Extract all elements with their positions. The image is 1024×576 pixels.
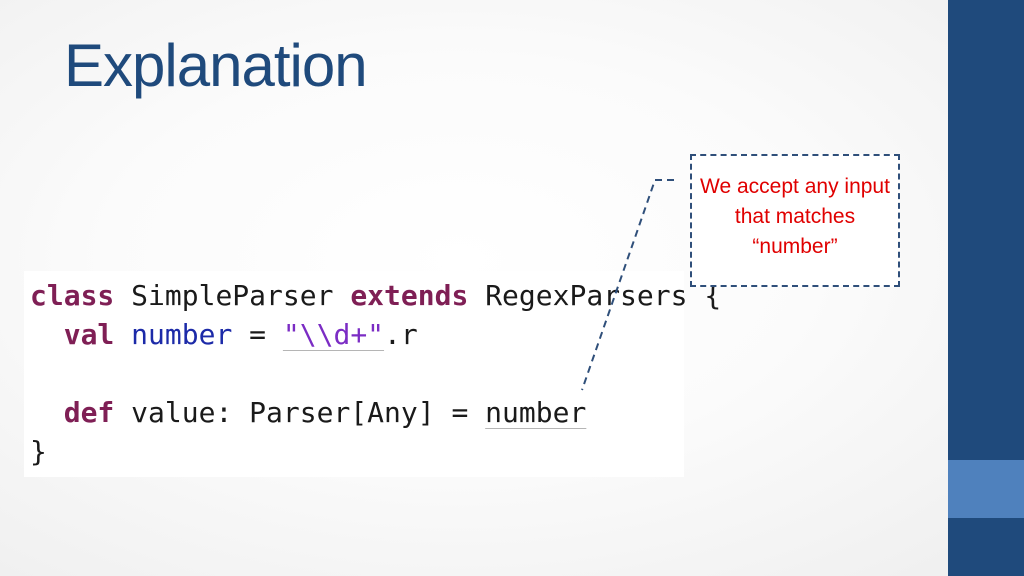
- slide-title: Explanation: [64, 32, 368, 99]
- side-accent: [948, 460, 1024, 518]
- open-brace: {: [704, 279, 722, 312]
- callout-box: We accept any input that matches “number…: [690, 154, 900, 287]
- code-block: class SimpleParser extends RegexParsers …: [30, 276, 721, 471]
- close-brace: }: [30, 435, 47, 468]
- callout-text: We accept any input that matches “number…: [700, 174, 890, 258]
- method-signature: value: Parser[Any] =: [131, 396, 469, 429]
- code-block-background: [24, 271, 684, 477]
- keyword-val: val: [63, 318, 115, 351]
- regex-suffix: .r: [384, 318, 418, 351]
- regex-string: "\\d+": [282, 318, 385, 351]
- keyword-extends: extends: [350, 279, 469, 312]
- class-name: SimpleParser: [131, 279, 334, 312]
- parent-class: RegexParsers: [485, 279, 688, 312]
- identifier-number: number: [131, 318, 233, 351]
- number-reference: number: [485, 396, 587, 429]
- keyword-def: def: [63, 396, 115, 429]
- assign-operator: =: [249, 318, 267, 351]
- keyword-class: class: [30, 279, 115, 312]
